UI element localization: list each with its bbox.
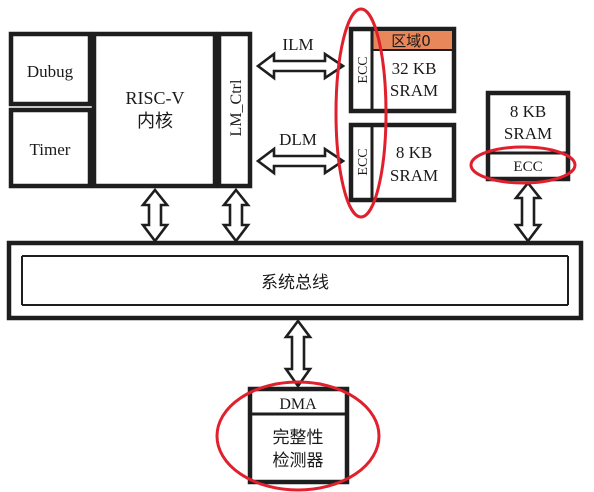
lm-ctrl-block: LM_Ctrl [216, 31, 253, 189]
riscv-core-label: RISC-V [125, 88, 184, 108]
ilm-memory-block: 区域0 ECC 32 KB SRAM [348, 26, 457, 114]
ilm-link-arrow: ILM [255, 35, 346, 81]
system-bus-label: 系统总线 [261, 273, 329, 293]
ecc-highlight-oval-ilm-dlm [334, 7, 388, 219]
ext-sram-label: SRAM [504, 124, 552, 143]
dlm-sram-size: 8 KB [396, 143, 432, 162]
ext-ecc-label: ECC [513, 159, 542, 175]
ext-sram-size: 8 KB [510, 102, 546, 121]
timer-label: Timer [30, 140, 71, 159]
region0-label: 区域0 [391, 32, 431, 50]
dlm-memory-block: ECC 8 KB SRAM [348, 122, 457, 203]
debug-label: Dubug [27, 62, 74, 81]
ecc-highlight-oval-ext [469, 145, 577, 185]
timer-block: Timer [8, 107, 93, 189]
dma-label: DMA [279, 396, 317, 413]
integrity-checker-block: DMA 完整性 检测器 [247, 386, 350, 485]
dlm-link-label: DLM [279, 130, 317, 149]
bus-dma-arrow [283, 318, 313, 389]
checker-label-line2: 检测器 [273, 451, 324, 471]
dlm-link-arrow: DLM [255, 130, 346, 176]
debug-block: Dubug [8, 31, 93, 107]
dlm-sram-label: SRAM [390, 166, 438, 185]
ilm-sram-size: 32 KB [392, 59, 437, 78]
external-sram-block: 8 KB SRAM ECC [485, 90, 571, 182]
lm-ctrl-bus-arrow [221, 187, 251, 244]
riscv-core-sublabel: 内核 [137, 111, 173, 132]
integrity-checker-highlight-oval [215, 380, 381, 492]
system-bus-block: 系统总线 [6, 240, 584, 321]
ilm-ecc-label: ECC [356, 56, 371, 83]
riscv-core-block: RISC-V 内核 [91, 31, 218, 189]
checker-label-line1: 完整性 [273, 428, 324, 448]
lm-ctrl-label: LM_Ctrl [228, 79, 245, 136]
dlm-ecc-label: ECC [356, 148, 371, 175]
riscv-bus-arrow [140, 187, 170, 244]
ilm-link-label: ILM [282, 35, 313, 54]
ilm-sram-label: SRAM [390, 81, 438, 100]
ext-sram-bus-arrow [513, 180, 543, 244]
region0-strip [372, 31, 452, 50]
